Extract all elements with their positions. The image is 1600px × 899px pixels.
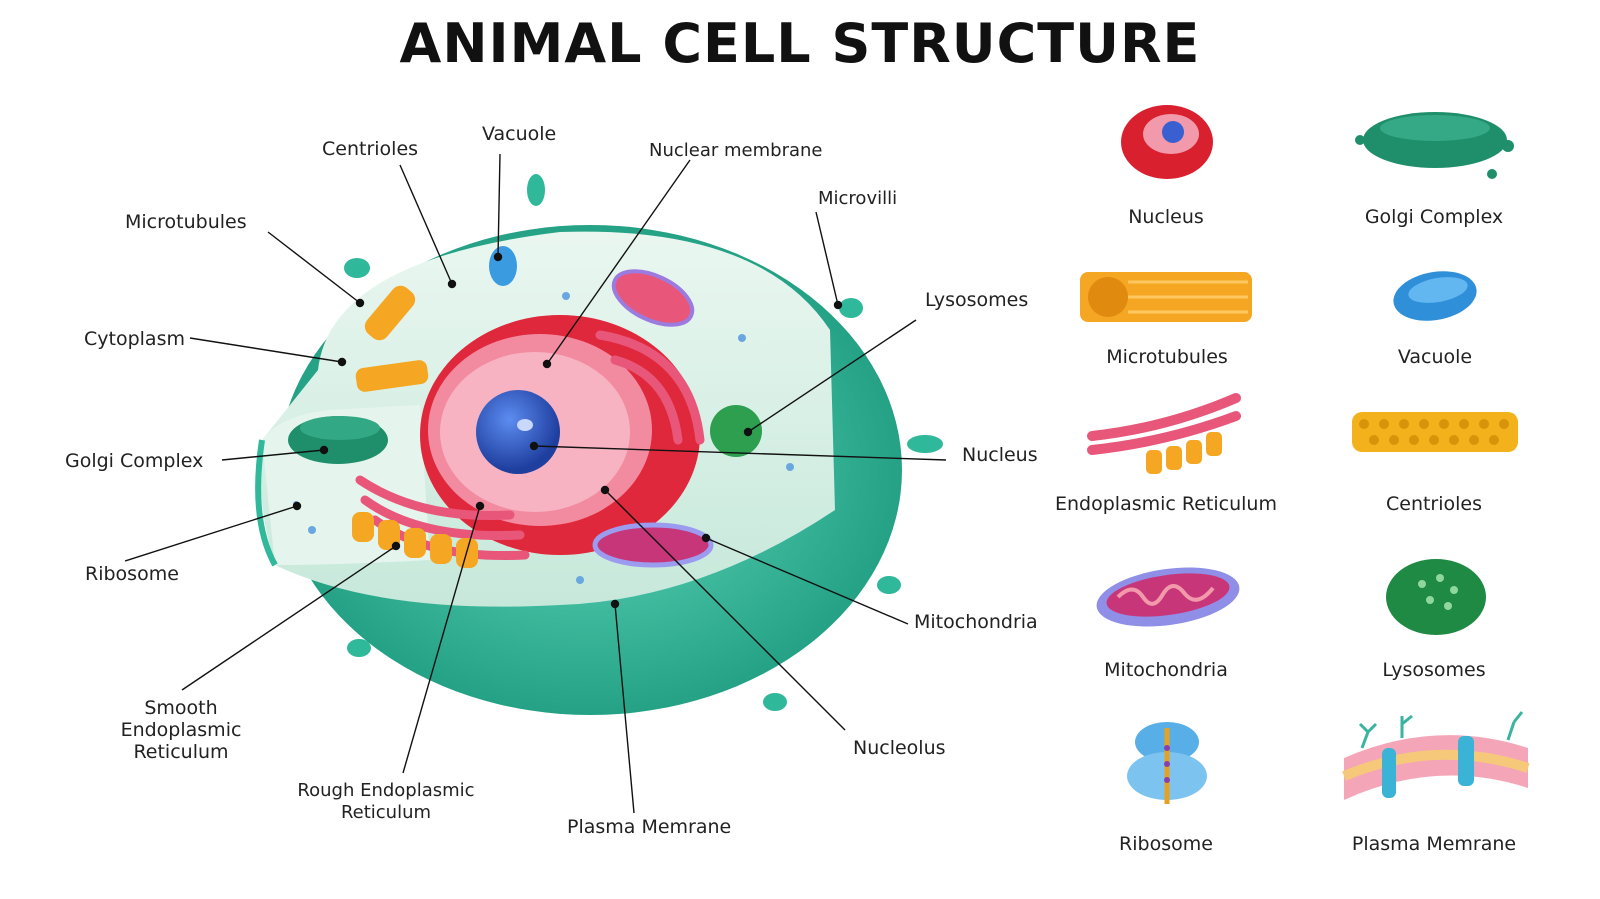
legend-caption-golgi: Golgi Complex: [1364, 206, 1504, 228]
label-smooth-er-line1: Smooth: [144, 697, 218, 719]
lysosomes-icon: [1386, 559, 1486, 635]
page-title: ANIMAL CELL STRUCTURE: [399, 12, 1201, 75]
label-microtubules: Microtubules: [125, 211, 247, 233]
label-mitochondria: Mitochondria: [914, 611, 1038, 633]
microtubules-icon: [1080, 272, 1252, 322]
lysosome: [710, 405, 762, 457]
label-nuclear-membrane: Nuclear membrane: [649, 140, 823, 161]
label-ribosome: Ribosome: [85, 563, 179, 585]
legend-caption-ribosome: Ribosome: [1119, 833, 1213, 855]
legend-caption-plasma-membrane: Plasma Memrane: [1351, 833, 1517, 855]
label-rough-er: Rough Endoplasmic Reticulum: [297, 780, 474, 824]
label-plasma-membrane: Plasma Memrane: [567, 816, 732, 838]
legend-caption-mitochondria: Mitochondria: [1104, 659, 1228, 681]
nucleus: [420, 315, 700, 555]
vacuole: [489, 246, 517, 286]
vacuole-icon: [1393, 271, 1477, 321]
plasma-membrane-icon: [1342, 711, 1530, 800]
label-lysosomes: Lysosomes: [925, 289, 1029, 311]
mitochondria-icon: [1096, 567, 1240, 627]
label-smooth-er: Smooth Endoplasmic Reticulum: [121, 697, 242, 763]
label-vacuole: Vacuole: [482, 123, 557, 145]
label-cytoplasm: Cytoplasm: [84, 328, 185, 350]
label-nucleolus: Nucleolus: [853, 737, 946, 759]
er-icon: [1087, 393, 1241, 474]
label-rough-er-line2: Reticulum: [340, 802, 432, 823]
microtubules: [355, 285, 429, 392]
ribosomes: [293, 292, 794, 584]
label-smooth-er-line3: Reticulum: [133, 741, 229, 763]
legend-caption-lysosomes: Lysosomes: [1382, 659, 1486, 681]
golgi-complex: [288, 416, 388, 464]
label-microvilli: Microvilli: [818, 188, 898, 209]
legend-caption-nucleus: Nucleus: [1128, 206, 1204, 228]
label-centrioles: Centrioles: [322, 138, 419, 160]
label-golgi-complex: Golgi Complex: [65, 450, 204, 472]
nucleolus: [476, 390, 560, 474]
label-nucleus: Nucleus: [962, 444, 1038, 466]
legend-caption-er: Endoplasmic Reticulum: [1055, 493, 1277, 515]
legend-caption-vacuole: Vacuole: [1397, 346, 1473, 368]
leader-lines: [124, 153, 947, 814]
legend-caption-microtubules: Microtubules: [1106, 346, 1228, 368]
label-rough-er-line1: Rough Endoplasmic: [297, 780, 475, 801]
golgi-icon: [1355, 112, 1514, 179]
label-smooth-er-line2: Endoplasmic: [120, 719, 242, 741]
legend-caption-centrioles: Centrioles: [1385, 493, 1483, 515]
mitochondria: [592, 269, 714, 568]
centrioles-icon: [1352, 412, 1518, 452]
nucleus-icon: [1121, 105, 1213, 179]
ribosome-icon: [1127, 722, 1207, 804]
